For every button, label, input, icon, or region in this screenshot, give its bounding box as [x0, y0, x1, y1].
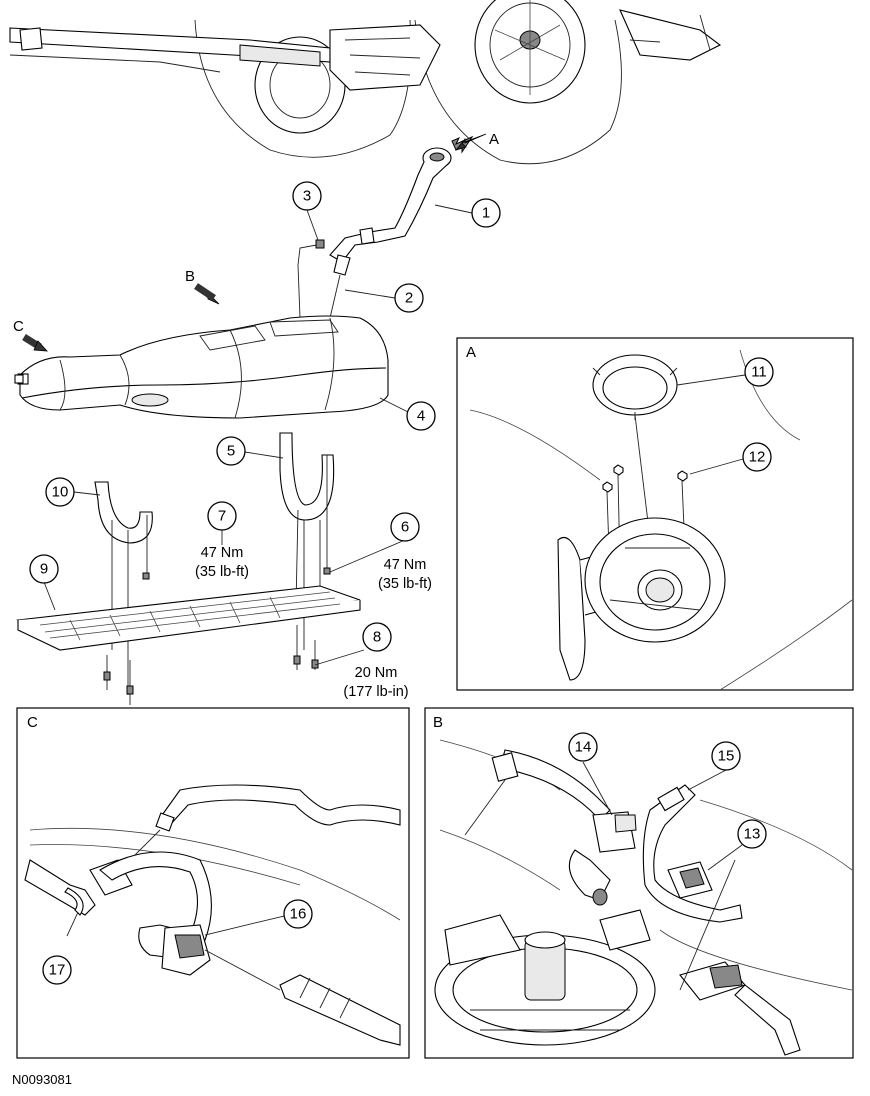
svg-text:1: 1 [482, 205, 490, 222]
svg-text:A: A [466, 344, 476, 361]
svg-text:(35 lb-ft): (35 lb-ft) [195, 564, 249, 580]
svg-text:16: 16 [290, 906, 307, 923]
svg-text:9: 9 [40, 561, 48, 578]
detail-panel-c: C [16, 707, 410, 1059]
tank-straps-and-shield [16, 432, 361, 705]
vehicle-underbody [9, 0, 722, 165]
torque-spec-6: 47 Nm (35 lb-ft) [378, 557, 432, 592]
svg-text:12: 12 [749, 449, 766, 466]
svg-text:15: 15 [718, 748, 735, 765]
svg-text:11: 11 [751, 364, 767, 381]
callout-3: 3 [292, 181, 322, 211]
svg-text:47 Nm: 47 Nm [201, 545, 244, 561]
detail-panel-b: B [424, 707, 854, 1059]
svg-text:5: 5 [227, 443, 235, 460]
leader-lines [43, 204, 473, 666]
svg-text:B: B [433, 714, 443, 731]
svg-text:A: A [489, 131, 499, 148]
svg-text:6: 6 [401, 519, 409, 536]
callout-9: 9 [29, 554, 59, 584]
svg-text:10: 10 [52, 484, 69, 501]
view-arrow-b: B [185, 268, 220, 305]
torque-spec-8: 20 Nm (177 lb-in) [343, 665, 408, 700]
svg-text:(177 lb-in): (177 lb-in) [343, 684, 408, 700]
callout-5: 5 [216, 436, 246, 466]
svg-text:17: 17 [49, 962, 66, 979]
callout-17: 17 [42, 955, 72, 985]
svg-text:(35 lb-ft): (35 lb-ft) [378, 576, 432, 592]
svg-text:B: B [185, 268, 195, 285]
svg-text:C: C [13, 318, 24, 335]
svg-text:C: C [27, 714, 38, 731]
callout-14: 14 [568, 732, 598, 762]
callout-15: 15 [711, 741, 741, 771]
figure-reference-code: N0093081 [12, 1072, 72, 1087]
torque-spec-7: 47 Nm (35 lb-ft) [195, 545, 249, 580]
svg-text:47 Nm: 47 Nm [384, 557, 427, 573]
callout-11: 11 [744, 357, 774, 387]
callout-1: 1 [471, 198, 501, 228]
callout-8: 8 [362, 622, 392, 652]
callout-12: 12 [742, 442, 772, 472]
callout-2: 2 [394, 283, 424, 313]
svg-text:20 Nm: 20 Nm [355, 665, 398, 681]
view-arrow-c: C [13, 318, 48, 352]
svg-text:13: 13 [744, 826, 761, 843]
callout-16: 16 [283, 899, 313, 929]
callout-10: 10 [45, 477, 75, 507]
callout-6: 6 [390, 512, 420, 542]
detail-panel-a: A [456, 337, 854, 691]
callout-7: 7 [207, 501, 237, 531]
svg-text:2: 2 [405, 290, 413, 307]
svg-text:4: 4 [417, 408, 425, 425]
callout-13: 13 [737, 819, 767, 849]
svg-text:3: 3 [303, 188, 311, 205]
svg-text:8: 8 [373, 629, 381, 646]
filler-pipe [297, 147, 452, 319]
svg-text:14: 14 [575, 739, 592, 756]
fuel-tank [14, 315, 389, 419]
callout-4: 4 [406, 401, 436, 431]
svg-text:7: 7 [218, 508, 226, 525]
view-arrow-a: A [451, 131, 499, 154]
